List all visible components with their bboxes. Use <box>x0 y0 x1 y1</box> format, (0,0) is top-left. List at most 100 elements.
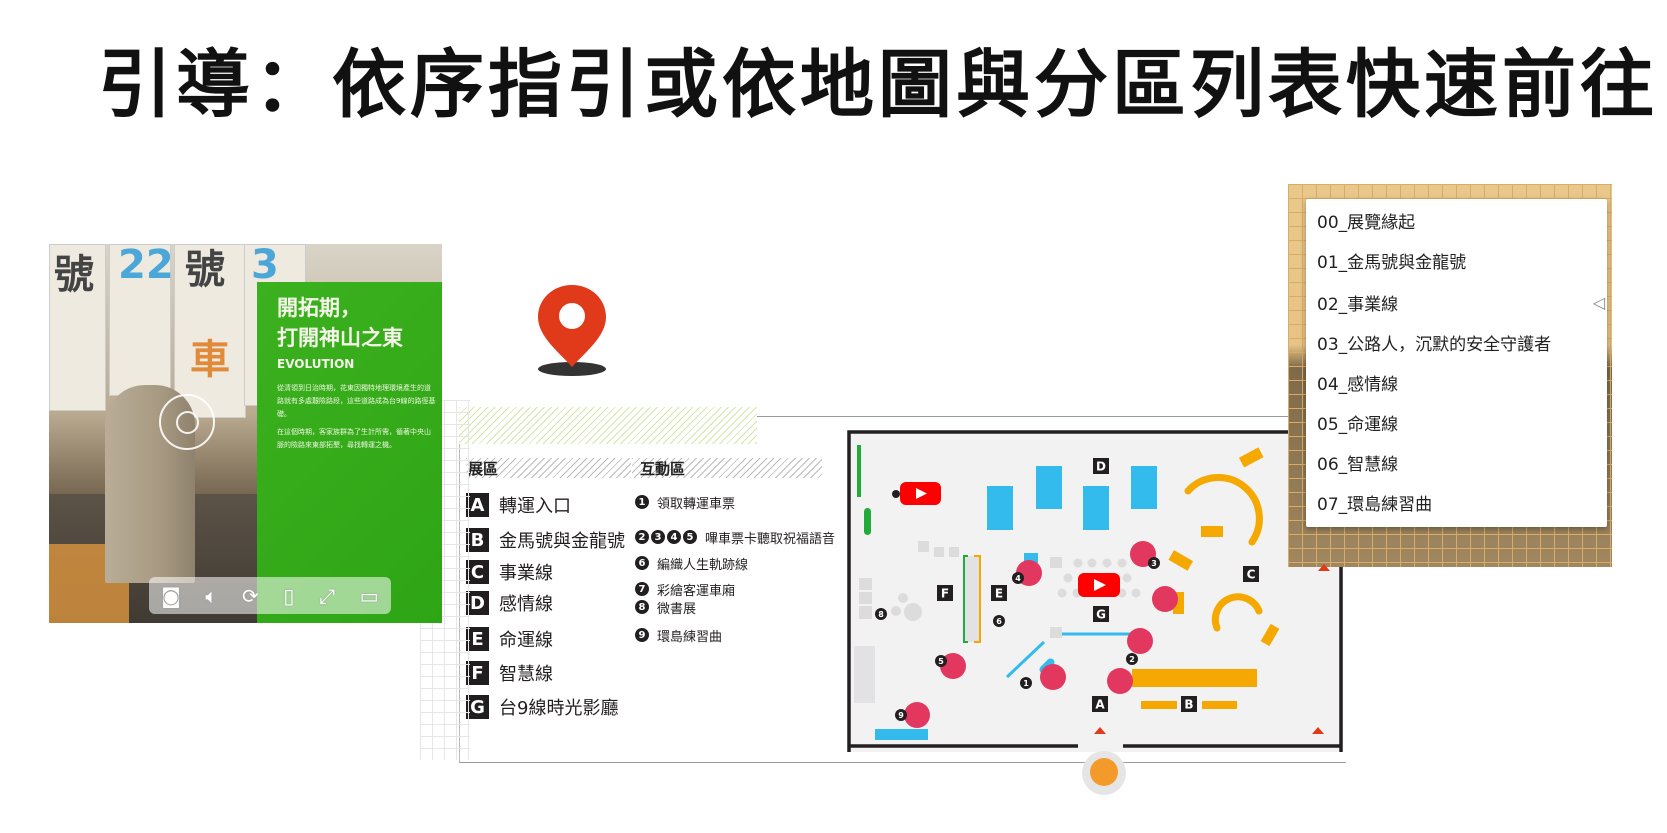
zone-label-b[interactable]: B <box>1181 696 1197 712</box>
hotspot-center <box>176 411 199 434</box>
hotspot-dot[interactable] <box>904 702 930 728</box>
zone-name: 金馬號與金龍號 <box>499 531 625 552</box>
activity-number: 8 <box>635 600 649 614</box>
zone-badge: E <box>466 627 489 651</box>
marker-5: 5 <box>935 655 947 667</box>
activity-item[interactable]: 6 編織人生軌跡線 <box>635 554 749 573</box>
activity-name: 環島練習曲 <box>657 629 723 645</box>
zone-badge: D <box>466 591 489 615</box>
svg-text:E: E <box>995 587 1003 601</box>
activity-number: 5 <box>683 530 697 544</box>
panorama-viewer[interactable]: 號 22 號車 3 開拓期， 打開神山之東 EVOLUTION 從清領到日治時期… <box>49 244 442 623</box>
speaker-icon[interactable]: 🔈︎ <box>205 583 218 608</box>
dropdown-item[interactable]: 01_金馬號與金龍號 <box>1317 253 1467 273</box>
video-play-icon[interactable] <box>900 482 941 505</box>
activity-number: 4 <box>667 530 681 544</box>
blue-block <box>1024 553 1038 563</box>
zone-item[interactable]: D 感情線 <box>466 591 553 615</box>
panel-subtitle: EVOLUTION <box>277 357 355 371</box>
panel-paragraph: 在這個時期，客家族群為了生計所需，循著中央山脈的險路來東部拓墾，尋找轉運之機。 <box>277 428 431 449</box>
zone-label-g[interactable]: G <box>1093 606 1109 622</box>
activity-name: 彩繪客運車廂 <box>657 583 736 599</box>
heading-hatch <box>466 458 631 478</box>
phone-icon[interactable]: ▯ <box>283 583 295 608</box>
dropdown-item[interactable]: 00_展覽緣起 <box>1317 213 1416 233</box>
zone-label-d[interactable]: D <box>1093 458 1109 474</box>
location-pin-icon <box>538 285 606 376</box>
entrance-arrow-icon <box>1318 564 1330 571</box>
hotspot-dot[interactable] <box>1152 586 1178 612</box>
fullscreen-icon[interactable]: ⤢ <box>319 583 336 608</box>
selected-caret-icon: ◁ <box>1592 293 1605 312</box>
zone-label-e[interactable]: E <box>991 585 1007 601</box>
dropdown-item[interactable]: 04_感情線 <box>1317 375 1399 395</box>
marker-8: 8 <box>875 608 887 620</box>
marker-9: 9 <box>895 709 907 721</box>
floor-plan: A B C D E F G 1 2 3 4 5 6 8 9 <box>847 430 1343 752</box>
zone-item[interactable]: E 命運線 <box>466 627 553 651</box>
banner: 22 <box>109 244 174 396</box>
hotspot-dot[interactable] <box>1040 664 1066 690</box>
entrance-arrow-icon <box>1094 727 1106 734</box>
activity-item[interactable]: 8 微書展 <box>635 598 697 617</box>
rotate-icon[interactable]: ⟳ <box>242 583 259 608</box>
zone-label-c[interactable]: C <box>1243 566 1259 582</box>
zone-name: 台9線時光影廳 <box>499 698 619 719</box>
partition-orange-edge <box>974 555 981 643</box>
current-position-marker[interactable] <box>1082 751 1126 795</box>
zone-label-f[interactable]: F <box>937 585 953 601</box>
activities-heading: 互動區 <box>640 460 686 478</box>
section-dropdown-list[interactable]: 00_展覽緣起 01_金馬號與金龍號 02_事業線 03_公路人，沉默的安全守護… <box>1306 199 1607 527</box>
zone-name: 事業線 <box>499 563 553 584</box>
activity-number: 3 <box>651 530 665 544</box>
video-play-icon[interactable] <box>1078 573 1120 597</box>
svg-text:G: G <box>1096 608 1106 622</box>
svg-text:1: 1 <box>1023 679 1029 688</box>
screen-icon[interactable]: ▭ <box>359 583 379 608</box>
slide-title: 引導：依序指引或依地圖與分區列表快速前往 <box>98 42 1658 128</box>
blue-wall <box>1005 640 1046 679</box>
zone-badge: C <box>466 560 489 584</box>
zone-badge: A <box>466 493 489 517</box>
hotspot-dot[interactable] <box>1107 668 1133 694</box>
decorative-hatch <box>459 407 757 444</box>
zone-label-a[interactable]: A <box>1092 696 1108 712</box>
gray-furniture <box>854 541 1141 703</box>
heading-hatch <box>632 458 822 478</box>
zone-item[interactable]: C 事業線 <box>466 560 553 584</box>
svg-text:2: 2 <box>1129 655 1135 664</box>
dropdown-item[interactable]: 03_公路人，沉默的安全守護者 <box>1317 335 1552 355</box>
zone-name: 命運線 <box>499 630 553 651</box>
zones-heading: 展區 <box>468 460 499 478</box>
exhibit-panel: 開拓期， 打開神山之東 EVOLUTION 從清領到日治時期，花東因獨特地理環境… <box>257 282 442 623</box>
hotspot-dot[interactable] <box>1127 628 1153 654</box>
svg-text:F: F <box>941 587 949 601</box>
dropdown-item[interactable]: 06_智慧線 <box>1317 455 1399 475</box>
activity-number: 6 <box>635 556 649 570</box>
dropdown-item[interactable]: 07_環島練習曲 <box>1317 495 1433 515</box>
partition-green-edge <box>963 555 968 643</box>
entrance-arrow-icon <box>1312 727 1324 734</box>
vr-icon[interactable]: ◙ <box>161 583 181 608</box>
activity-name: 嗶車票卡聽取祝福語音 <box>705 531 836 547</box>
dropdown-item[interactable]: 05_命運線 <box>1317 415 1399 435</box>
hotspot-ring[interactable] <box>159 394 215 450</box>
zone-name: 感情線 <box>499 594 553 615</box>
activity-name: 微書展 <box>657 601 697 617</box>
zone-d-blocks <box>987 466 1157 530</box>
svg-text:8: 8 <box>878 610 884 619</box>
marker-2: 2 <box>1126 653 1138 665</box>
svg-text:D: D <box>1096 460 1106 474</box>
marker-6: 6 <box>993 615 1005 627</box>
marker-1: 1 <box>1020 677 1032 689</box>
dropdown-item-selected[interactable]: 02_事業線 <box>1317 295 1399 315</box>
activity-name: 編織人生軌跡線 <box>657 557 749 573</box>
